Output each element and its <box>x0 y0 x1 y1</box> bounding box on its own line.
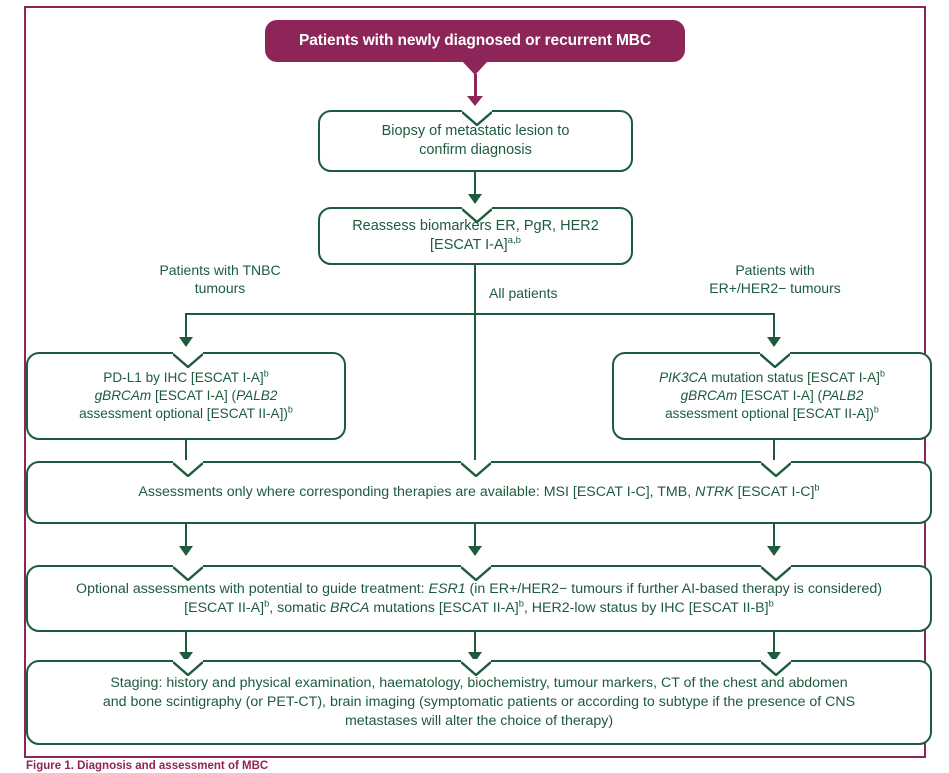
gene-ntrk: NTRK <box>695 484 734 501</box>
node-erher2-assessments: PIK3CA mutation status [ESCAT I-A]b gBRC… <box>612 351 932 440</box>
node-tnbc-line1: PD-L1 by IHC [ESCAT I-A]b <box>40 369 332 387</box>
arrowhead-optional-left <box>179 546 194 556</box>
node-er-mutation-status: mutation status [ESCAT I-A] <box>707 369 880 385</box>
connector-optional-to-staging-left <box>185 632 188 654</box>
node-optional-line2: [ESCAT II-A]b, somatic BRCA mutations [E… <box>40 597 918 618</box>
branch-label-right-line1: Patients with <box>735 262 815 278</box>
branch-label-center-line1: All patients <box>489 285 558 301</box>
node-reassess: Reassess biomarkers ER, PgR, HER2 [ESCAT… <box>318 206 633 265</box>
notch-icon <box>761 564 791 581</box>
notch-icon <box>173 460 203 477</box>
node-staging-line3: metastases will alter the choice of ther… <box>344 712 614 729</box>
node-optional-post: (in ER+/HER2− tumours if further AI-base… <box>465 580 882 597</box>
node-assessments-available: Assessments only where corresponding the… <box>26 460 932 524</box>
connector-assessments-to-optional-center <box>474 524 477 548</box>
node-reassess-line1: Reassess biomarkers ER, PgR, HER2 <box>352 217 599 234</box>
node-er-optional: assessment optional [ESCAT II-A]) <box>665 406 874 422</box>
node-staging-line2: and bone scintigraphy (or PET-CT), brain… <box>102 694 856 711</box>
arrowhead-branch-left <box>179 337 194 347</box>
node-reassess-escat: [ESCAT I-A] <box>430 237 508 253</box>
gene-gbrcam: gBRCAm <box>680 387 738 403</box>
node-assessments-post: [ESCAT I-C] <box>733 484 815 501</box>
connector-tnbc-to-assessments <box>185 440 188 461</box>
notch-icon <box>173 564 203 581</box>
node-reassess-line2: [ESCAT I-A]a,b <box>332 236 619 255</box>
footnote-marker: a,b <box>507 235 521 247</box>
node-biopsy-line1: Biopsy of metastatic lesion to <box>381 122 570 139</box>
node-assessments-text: Assessments only where corresponding the… <box>40 483 918 502</box>
branch-label-right-line2: ER+/HER2− tumours <box>709 280 841 297</box>
node-optional-escat1: [ESCAT II-A] <box>184 599 265 616</box>
gene-pik3ca: PIK3CA <box>659 369 708 385</box>
connector-banner-to-biopsy <box>473 74 477 98</box>
node-optional-assessments: Optional assessments with potential to g… <box>26 564 932 632</box>
branch-label-left-line1: Patients with TNBC <box>159 262 281 278</box>
arrowhead-staging-center <box>468 652 483 662</box>
connector-er-to-assessments <box>773 440 776 461</box>
node-biopsy: Biopsy of metastatic lesion to confirm d… <box>318 109 633 172</box>
node-er-line2: gBRCAm [ESCAT I-A] (PALB2 <box>626 387 918 405</box>
arrowhead-optional-right <box>767 546 782 556</box>
branch-label-left-line2: tumours <box>194 280 246 297</box>
footnote-marker: b <box>264 597 270 608</box>
gene-esr1: ESR1 <box>428 580 466 597</box>
header-banner: Patients with newly diagnosed or recurre… <box>265 20 685 75</box>
node-tnbc-optional: assessment optional [ESCAT II-A]) <box>79 406 288 422</box>
node-er-line3: assessment optional [ESCAT II-A])b <box>626 405 918 423</box>
node-assessments-pre: Assessments only where corresponding the… <box>138 484 696 501</box>
gene-gbrcam: gBRCAm <box>94 387 152 403</box>
arrowhead-biopsy-to-reassess <box>468 194 483 204</box>
node-optional-pre: Optional assessments with potential to g… <box>76 580 429 597</box>
header-banner-label: Patients with newly diagnosed or recurre… <box>299 32 651 49</box>
connector-branch-bar <box>186 313 775 316</box>
node-er-line1: PIK3CA mutation status [ESCAT I-A]b <box>626 369 918 387</box>
connector-optional-to-staging-right <box>773 632 776 654</box>
arrowhead-optional-center <box>468 546 483 556</box>
gene-palb2: PALB2 <box>822 387 864 403</box>
connector-branch-left <box>185 313 188 339</box>
arrowhead-staging-left <box>179 652 194 662</box>
figure-caption: Figure 1. Diagnosis and assessment of MB… <box>26 760 269 772</box>
arrowhead-banner-to-biopsy <box>467 96 483 106</box>
node-er-escat: [ESCAT I-A] ( <box>737 387 823 403</box>
branch-label-left: Patients with TNBC tumours <box>110 261 330 297</box>
connector-assessments-to-optional-left <box>185 524 188 548</box>
arrowhead-staging-right <box>767 652 782 662</box>
node-optional-line1: Optional assessments with potential to g… <box>40 580 918 599</box>
banner-pointer-icon <box>462 61 488 75</box>
notch-icon <box>761 460 791 477</box>
gene-brca: BRCA <box>330 599 370 616</box>
footnote-marker: b <box>879 368 885 379</box>
node-optional-somatic: , somatic <box>269 599 330 616</box>
node-staging-line1: Staging: history and physical examinatio… <box>110 675 848 692</box>
node-tnbc-pdl1: PD-L1 by IHC [ESCAT I-A] <box>103 369 264 385</box>
connector-optional-to-staging-center <box>474 632 477 654</box>
footnote-marker: b <box>873 404 879 415</box>
notch-icon <box>760 351 790 368</box>
gene-palb2: PALB2 <box>236 387 278 403</box>
footnote-marker: b <box>518 597 524 608</box>
notch-icon <box>461 564 491 581</box>
notch-icon <box>173 351 203 368</box>
footnote-marker: b <box>814 482 820 493</box>
node-tnbc-line3: assessment optional [ESCAT II-A])b <box>40 405 332 423</box>
node-biopsy-line2: confirm diagnosis <box>419 142 532 158</box>
footnote-marker: b <box>768 597 774 608</box>
branch-label-right: Patients with ER+/HER2− tumours <box>665 261 885 297</box>
node-staging: Staging: history and physical examinatio… <box>26 659 932 745</box>
notch-icon <box>461 460 491 477</box>
node-tnbc-line2: gBRCAm [ESCAT I-A] (PALB2 <box>40 387 332 405</box>
node-optional-escat2: mutations [ESCAT II-A] <box>369 599 519 616</box>
branch-label-center: All patients <box>489 284 609 302</box>
connector-center-stem <box>474 265 477 461</box>
connector-branch-right <box>773 313 776 339</box>
footnote-marker: b <box>287 404 293 415</box>
connector-assessments-to-optional-right <box>773 524 776 548</box>
node-tnbc-assessments: PD-L1 by IHC [ESCAT I-A]b gBRCAm [ESCAT … <box>26 351 346 440</box>
arrowhead-branch-right <box>767 337 782 347</box>
connector-biopsy-to-reassess <box>474 172 477 196</box>
node-tnbc-escat: [ESCAT I-A] ( <box>151 387 237 403</box>
node-optional-her2low: , HER2-low status by IHC [ESCAT II-B] <box>523 599 769 616</box>
footnote-marker: b <box>263 368 269 379</box>
